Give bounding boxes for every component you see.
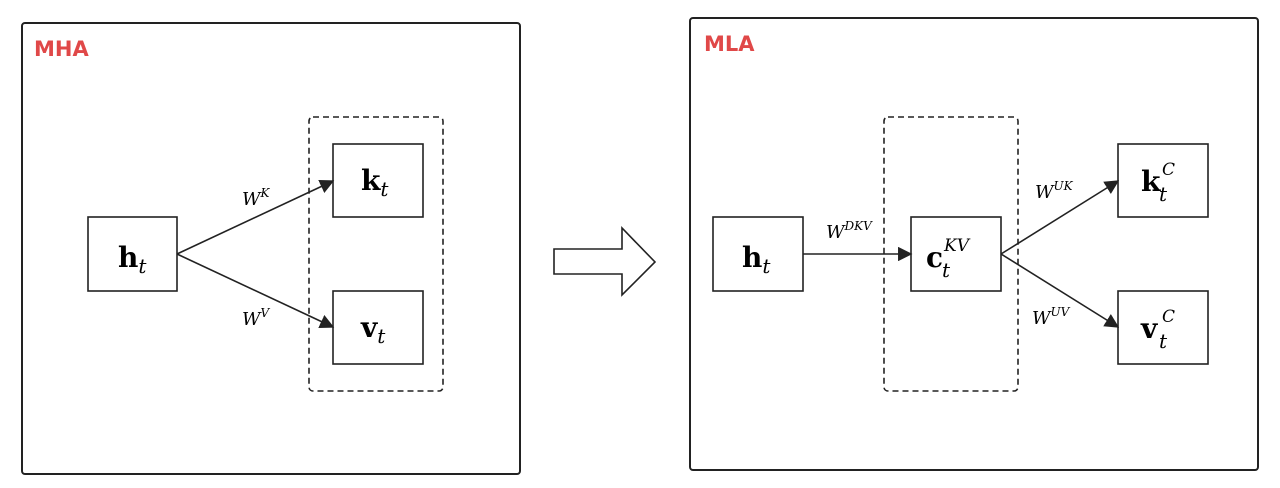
mha-edge-wk — [176, 179, 335, 255]
mha-panel: MHA ht kt vt WK WV — [21, 22, 521, 475]
svg-text:vt: vt — [360, 311, 386, 348]
mha-h-sub: t — [138, 254, 147, 278]
mla-label-wuv: WUV — [1032, 305, 1071, 329]
mla-c-sup: KV — [943, 236, 971, 256]
mha-label-wk: WK — [242, 186, 271, 210]
mha-k-sub: t — [380, 177, 389, 201]
svg-text:ht: ht — [742, 241, 771, 278]
mha-node-k: kt — [332, 143, 424, 218]
mla-c-base: c — [926, 241, 943, 274]
right-arrow-icon — [553, 226, 657, 297]
mla-h-base: h — [742, 241, 762, 274]
mla-latent-cache-group — [883, 116, 1019, 392]
mha-node-h: ht — [87, 216, 178, 292]
mla-label-wdkv: WDKV — [826, 219, 873, 243]
mha-title: MHA — [34, 37, 89, 61]
mha-v-sub: t — [377, 324, 386, 348]
mla-v-base: v — [1140, 312, 1158, 345]
mla-edge-wuv — [1000, 253, 1120, 328]
mha-h-base: h — [118, 241, 138, 274]
mla-title: MLA — [704, 32, 755, 56]
mha-v-base: v — [360, 311, 378, 344]
mla-label-wuk: WUK — [1035, 179, 1074, 203]
mha-node-v: vt — [332, 290, 424, 365]
mla-c-sub: t — [942, 258, 951, 282]
mla-k-sub: t — [1159, 182, 1168, 206]
mla-panel: MLA ht c t KV k t C v t C — [689, 17, 1259, 471]
mla-node-h: ht — [712, 216, 804, 292]
mla-node-c: c t KV — [910, 216, 1002, 292]
svg-text:ht: ht — [118, 241, 147, 278]
svg-text:kt: kt — [361, 164, 389, 201]
mla-node-v: v t C — [1117, 290, 1209, 365]
mha-kv-cache-group — [308, 116, 444, 392]
mla-h-sub: t — [762, 254, 771, 278]
mha-label-wv: WV — [242, 306, 271, 330]
mla-k-base: k — [1141, 165, 1161, 198]
mla-k-sup: C — [1162, 160, 1175, 180]
mla-v-sup: C — [1162, 307, 1175, 327]
mha-edge-wv — [176, 253, 335, 329]
mla-v-sub: t — [1159, 329, 1168, 353]
mla-edge-wuk — [1000, 180, 1120, 255]
mha-k-base: k — [361, 164, 381, 197]
mla-node-k: k t C — [1117, 143, 1209, 218]
